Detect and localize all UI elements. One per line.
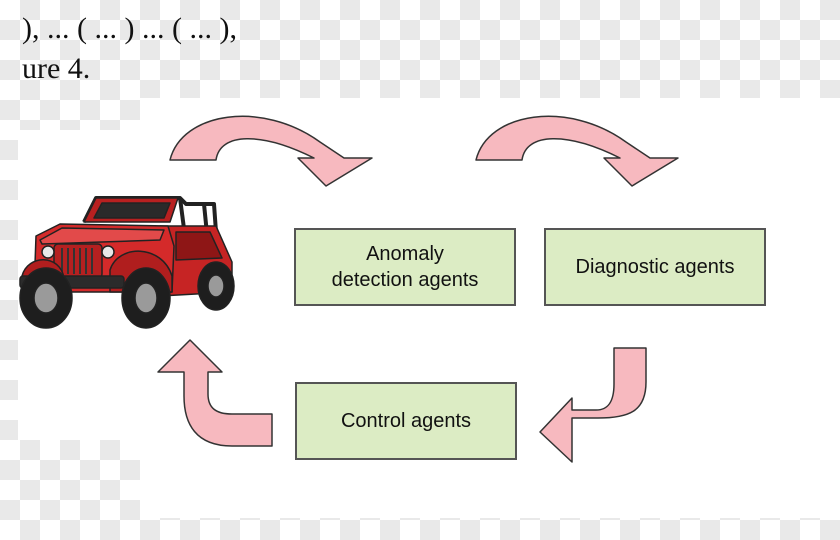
diagnostic-agents-label: Diagnostic agents	[575, 256, 735, 278]
jeep-icon	[19, 196, 235, 329]
anomaly-detection-agents-box: Anomaly detection agents	[294, 228, 516, 306]
arrow-jeep-to-anomaly	[169, 115, 373, 187]
diagnostic-agents-box: Diagnostic agents	[544, 228, 766, 306]
text-line-figure-ref: ure 4.	[22, 52, 91, 85]
control-agents-label: Control agents	[340, 410, 472, 432]
anomaly-label-line1: Anomaly	[366, 243, 444, 265]
anomaly-detection-agents-label: Anomaly detection agents	[332, 241, 479, 293]
arrow-diagnostic-to-control	[539, 347, 647, 463]
anomaly-label-line2: detection agents	[331, 269, 479, 291]
arrow-control-to-jeep	[157, 339, 273, 447]
arrow-anomaly-to-diagnostic	[475, 115, 679, 187]
text-line-partial: ), ... ( ... ) ... ( ... ),	[22, 12, 237, 45]
control-agents-box: Control agents	[295, 382, 517, 460]
